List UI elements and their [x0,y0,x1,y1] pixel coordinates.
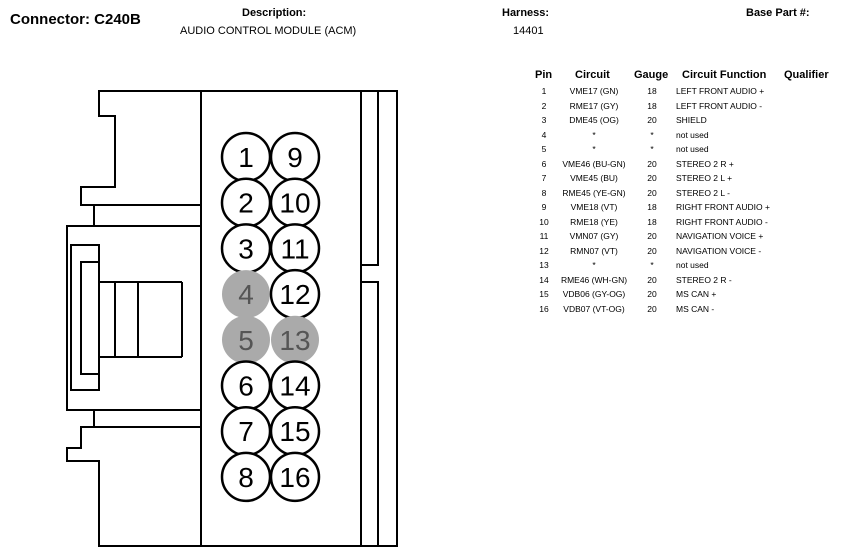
pin-cavity-4 [222,270,270,319]
pin-number-label: 3 [238,233,254,264]
connector-label: Connector: C240B [10,11,141,28]
pin-number-label: 13 [279,325,310,356]
pin-number-label: 10 [279,188,310,219]
pin-cavity-13 [271,315,319,364]
connector-body-outline [200,90,398,547]
pin-number-label: 11 [280,233,309,264]
pin-number-label: 14 [279,371,310,402]
pin-number-label: 9 [287,142,303,173]
pin-number-label: 16 [279,462,310,493]
pin-cavity-16 [269,451,321,503]
lock-window-inner [80,261,100,375]
pin-number-label: 6 [238,371,254,402]
pin-number-label: 15 [279,416,310,447]
pin-number-label: 4 [238,279,254,310]
description-value: AUDIO CONTROL MODULE (ACM) [180,25,357,37]
harness-heading: Harness: [502,7,550,19]
pin-number-label: 5 [238,325,254,356]
right-rail-bottom [361,281,379,546]
right-rail-top [361,91,379,266]
harness-value: 14401 [513,25,544,37]
description-heading: Description: [242,7,307,19]
pin-number-label: 7 [238,416,254,447]
latch-profile [66,90,201,547]
pin-cavity-5 [222,315,270,364]
pin-number-label: 2 [238,188,254,219]
pin-number-label: 12 [279,279,310,310]
lock-window-outer [70,244,100,391]
base-part-heading: Base Part #: [746,7,810,19]
pin-number-label: 1 [238,142,254,173]
connector-housing [66,90,398,547]
pin-number-label: 8 [238,462,254,493]
